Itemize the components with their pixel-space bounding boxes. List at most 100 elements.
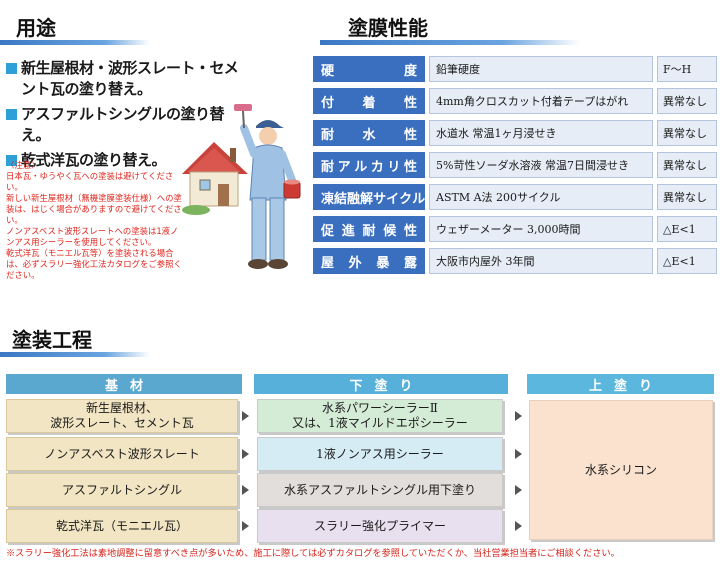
- arrow-right-icon: [242, 411, 249, 421]
- performance-label-char: 着: [362, 95, 376, 111]
- arrow-right-icon: [242, 449, 249, 459]
- performance-label: 屋外暴露: [313, 248, 425, 274]
- performance-label-char: サ: [373, 191, 387, 207]
- performance-row: 凍結融解サイクル ASTM A法 200サイクル 異常なし: [313, 184, 717, 210]
- note-line: ノンアスベスト波形スレートへの塗装は1液ノンアス用シーラーを使用してください。: [6, 226, 179, 247]
- performance-label-char: ア: [337, 159, 351, 175]
- performance-label-char: 凍: [321, 191, 335, 207]
- performance-label-char: 融: [347, 191, 361, 207]
- process-title-bar: [0, 352, 150, 357]
- performance-label-char: ル: [354, 159, 368, 175]
- performance-label-char: カ: [370, 159, 384, 175]
- uses-list: 新生屋根材・波形スレート・セメント瓦の塗り替え。 アスファルトシングルの塗り替え…: [6, 58, 246, 175]
- performance-title: 塗膜性能: [348, 16, 428, 40]
- performance-label-char: 露: [403, 255, 417, 271]
- use-item: 乾式洋瓦の塗り替え。: [6, 150, 246, 171]
- performance-title-bar: [320, 40, 580, 45]
- process-topcoat-cell: 水系シリコン: [529, 400, 713, 540]
- performance-test: ASTM A法 200サイクル: [429, 184, 653, 210]
- use-item-text: アスファルトシングルの塗り替え。: [21, 105, 225, 144]
- process-undercoat-cell: スラリー強化プライマー: [257, 509, 503, 543]
- performance-label-char: 暴: [376, 255, 390, 271]
- use-item: 新生屋根材・波形スレート・セメント瓦の塗り替え。: [6, 58, 246, 100]
- column-header-undercoat: 下塗り: [254, 374, 508, 394]
- bullet-square-icon: [6, 155, 17, 166]
- performance-result: 異常なし: [657, 184, 717, 210]
- process-undercoat-cell: 水系パワーシーラーⅡ 又は、1液マイルドエポシーラー: [257, 399, 503, 433]
- performance-label-char: 度: [403, 63, 417, 79]
- note-line: 新しい新生屋根材（無機塗膜塗装仕様）への塗装は、はじく場合がありますので避けてく…: [6, 193, 182, 225]
- caution-notes: 〈注意〉 日本瓦・ゆうやく瓦への塗装は避けてください。 新しい新生屋根材（無機塗…: [6, 160, 184, 281]
- performance-row: 付着性 4mm角クロスカット付着テープはがれ 異常なし: [313, 88, 717, 114]
- performance-test: 大阪市内屋外 3年間: [429, 248, 653, 274]
- use-item: アスファルトシングルの塗り替え。: [6, 104, 246, 146]
- use-item-text: 新生屋根材・波形スレート・セメント瓦の塗り替え。: [21, 59, 239, 98]
- performance-label-char: 硬: [321, 63, 335, 79]
- process-undercoat-cell: 1液ノンアス用シーラー: [257, 437, 503, 471]
- footnote: ※スラリー強化工法は素地調整に留意すべき点が多いため、施工に際しては必ずカタログ…: [6, 548, 620, 559]
- arrow-right-icon: [242, 521, 249, 531]
- performance-label-char: リ: [387, 159, 401, 175]
- performance-label-char: 耐: [321, 127, 335, 143]
- performance-test: 5%苛性ソーダ水溶液 常温7日間浸せき: [429, 152, 653, 178]
- note-line: 〈注意〉: [6, 160, 40, 170]
- arrow-right-icon: [515, 411, 522, 421]
- use-item-text: 乾式洋瓦の塗り替え。: [21, 151, 167, 169]
- note-line: 日本瓦・ゆうやく瓦への塗装は避けてください。: [6, 171, 174, 192]
- arrow-right-icon: [515, 485, 522, 495]
- performance-row: 促進耐候性 ウェザーメーター 3,000時間 △E<1: [313, 216, 717, 242]
- performance-label-char: ク: [399, 191, 413, 207]
- performance-result: F～H: [657, 56, 717, 82]
- performance-test: 水道水 常温1ヶ月浸せき: [429, 120, 653, 146]
- column-header-topcoat: 上塗り: [527, 374, 714, 394]
- performance-label-char: 耐: [362, 223, 376, 239]
- performance-result: 異常なし: [657, 120, 717, 146]
- performance-label: 促進耐候性: [313, 216, 425, 242]
- performance-test: ウェザーメーター 3,000時間: [429, 216, 653, 242]
- performance-label-char: 水: [362, 127, 376, 143]
- worker-figure: [234, 104, 301, 269]
- performance-result: △E<1: [657, 248, 717, 274]
- performance-row: 耐アルカリ性 5%苛性ソーダ水溶液 常温7日間浸せき 異常なし: [313, 152, 717, 178]
- performance-label-char: 付: [321, 95, 335, 111]
- uses-title: 用途: [16, 16, 56, 40]
- performance-label-char: 結: [334, 191, 348, 207]
- process-undercoat-cell: 水系アスファルトシングル用下塗り: [257, 473, 503, 507]
- process-title: 塗装工程: [12, 328, 92, 352]
- performance-label-char: 解: [360, 191, 374, 207]
- performance-result: 異常なし: [657, 88, 717, 114]
- uses-title-bar: [0, 40, 150, 45]
- process-base-cell: ノンアスベスト波形スレート: [6, 437, 238, 471]
- performance-row: 屋外暴露 大阪市内屋外 3年間 △E<1: [313, 248, 717, 274]
- performance-label-char: 耐: [321, 159, 335, 175]
- performance-label-char: 性: [403, 159, 417, 175]
- performance-result: △E<1: [657, 216, 717, 242]
- performance-label-char: 候: [383, 223, 397, 239]
- arrow-right-icon: [242, 485, 249, 495]
- performance-label-char: 外: [348, 255, 362, 271]
- performance-row: 耐 水 性 水道水 常温1ヶ月浸せき 異常なし: [313, 120, 717, 146]
- column-header-base: 基材: [6, 374, 242, 394]
- process-base-cell: 新生屋根材、 波形スレート、セメント瓦: [6, 399, 238, 433]
- performance-label: 耐アルカリ性: [313, 152, 425, 178]
- performance-label: 耐水性: [313, 120, 425, 146]
- bullet-square-icon: [6, 63, 17, 74]
- performance-label-char: 性: [403, 127, 417, 143]
- performance-label: 凍結融解サイクル: [313, 184, 425, 210]
- performance-label: 硬度: [313, 56, 425, 82]
- painter-illustration: [182, 104, 301, 269]
- performance-test: 鉛筆硬度: [429, 56, 653, 82]
- house-icon: [182, 142, 248, 207]
- performance-label-char: ル: [412, 191, 426, 207]
- performance-label-char: 性: [403, 223, 417, 239]
- process-base-cell: 乾式洋瓦（モニエル瓦）: [6, 509, 238, 543]
- performance-result: 異常なし: [657, 152, 717, 178]
- bullet-square-icon: [6, 109, 17, 120]
- performance-label-char: 進: [341, 223, 355, 239]
- performance-label-char: 性: [403, 95, 417, 111]
- note-line: 乾式洋瓦（モニエル瓦等）を塗装される場合は、必ずスラリー強化工法カタログをご参照…: [6, 248, 182, 280]
- arrow-right-icon: [515, 521, 522, 531]
- process-base-cell: アスファルトシングル: [6, 473, 238, 507]
- performance-label-char: イ: [386, 191, 400, 207]
- performance-row: 硬度 鉛筆硬度 F～H: [313, 56, 717, 82]
